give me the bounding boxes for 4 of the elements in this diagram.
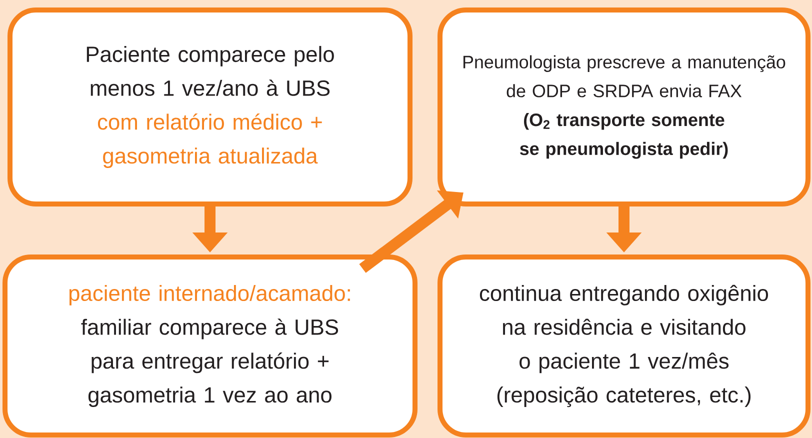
process-box: Paciente comparece pelo menos 1 vez/ano à UBS com relatório médico + gasometria atualizada (8, 8, 412, 206)
process-box: Pneumologista prescreve a manutenção de ODP e SRDPA envia FAX (O$_{2}$ transporte somente se pneumologista pedir) (438, 8, 810, 206)
process-box: paciente internado/acamado: familiar comparece à UBS para entregar relatório + gasometria 1 vez ao ano (2, 254, 418, 438)
process-box: continua entregando oxigênio na residência e visitando o paciente 1 vez/mês (reposição cateteres, etc.) (438, 254, 810, 438)
